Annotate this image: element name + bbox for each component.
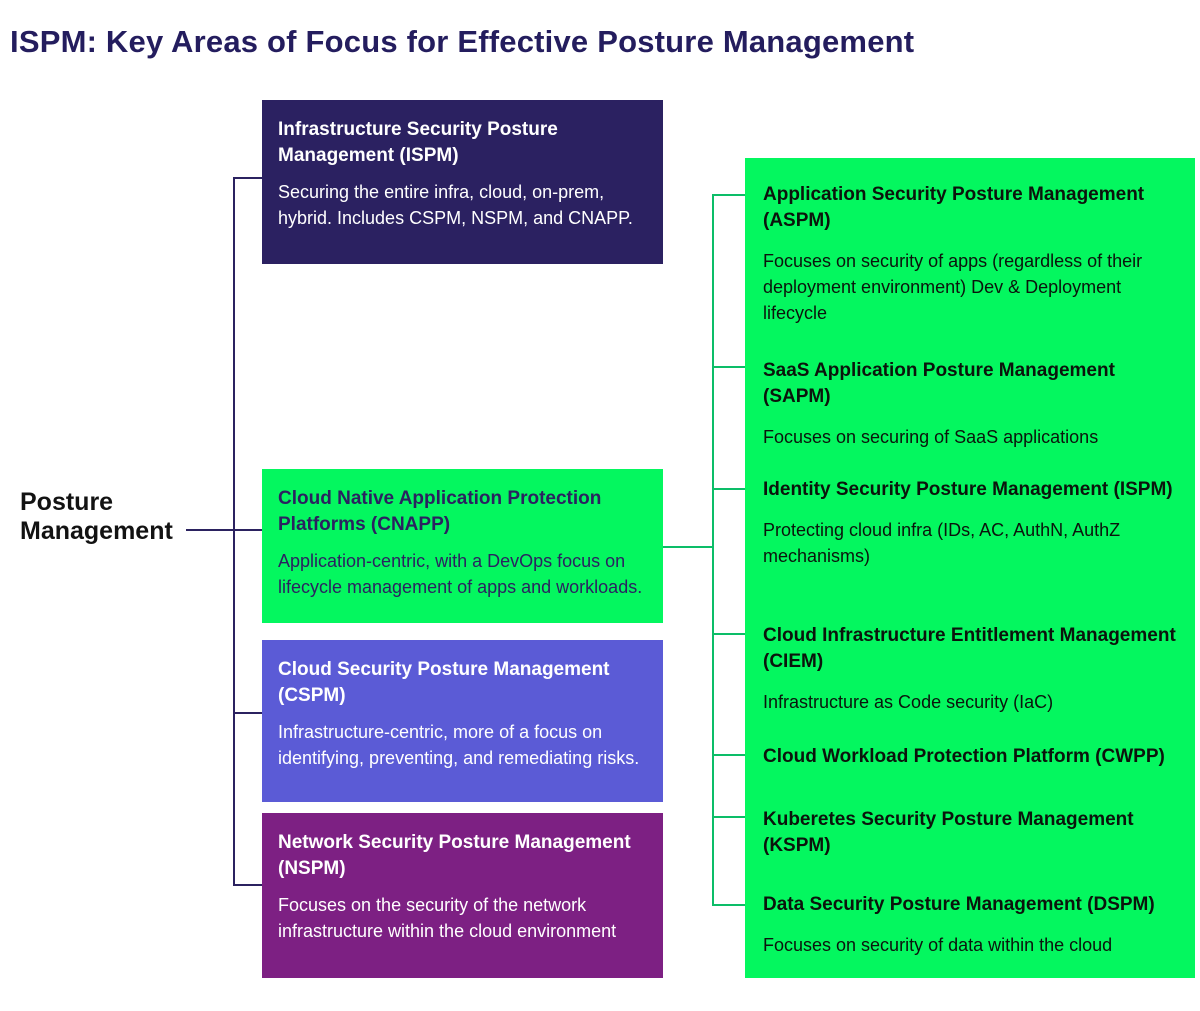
page-title: ISPM: Key Areas of Focus for Effective P…: [10, 24, 915, 59]
panel-item-sapm-title: SaaS Application Posture Management (SAP…: [763, 360, 1115, 407]
panel-item-dspm-title: Data Security Posture Management (DSPM): [763, 894, 1155, 915]
panel-item-kspm: Kuberetes Security Posture Management (K…: [763, 807, 1177, 859]
left-trunk-line: [233, 177, 235, 886]
node-cnapp-title: Cloud Native Application Protection Plat…: [278, 488, 602, 535]
cnapp-feed-line: [662, 546, 712, 548]
root-branch-line: [186, 529, 262, 531]
panel-item-kspm-title: Kuberetes Security Posture Management (K…: [763, 809, 1134, 856]
nspm-branch-line: [233, 884, 262, 886]
panel-item-ciem-body: Infrastructure as Code security (IaC): [763, 692, 1054, 712]
panel-item-dspm-body: Focuses on security of data within the c…: [763, 935, 1113, 955]
panel-item-ciem-title: Cloud Infrastructure Entitlement Managem…: [763, 625, 1176, 672]
cspm-branch-line: [233, 712, 262, 714]
node-ispm-title: Infrastructure Security Posture Manageme…: [278, 119, 558, 166]
panel-item-aspm-body: Focuses on security of apps (regardless …: [763, 251, 1143, 323]
node-cnapp-body: Application-centric, with a DevOps focus…: [278, 551, 643, 597]
panel-item-ciem: Cloud Infrastructure Entitlement Managem…: [763, 623, 1177, 715]
panel-item-identity-title: Identity Security Posture Management (IS…: [763, 479, 1173, 500]
node-nspm-title: Network Security Posture Management (NSP…: [278, 832, 631, 879]
aspm-branch-line: [712, 194, 745, 196]
panel-item-identity: Identity Security Posture Management (IS…: [763, 477, 1177, 569]
right-panel: Application Security Posture Management …: [745, 158, 1195, 978]
kspm-branch-line: [712, 816, 745, 818]
panel-item-aspm: Application Security Posture Management …: [763, 182, 1177, 326]
ciem-branch-line: [712, 633, 745, 635]
panel-item-sapm-body: Focuses on securing of SaaS applications: [763, 427, 1099, 447]
right-trunk-line: [712, 194, 714, 906]
node-cspm: Cloud Security Posture Management (CSPM)…: [262, 640, 663, 802]
panel-item-identity-body: Protecting cloud infra (IDs, AC, AuthN, …: [763, 520, 1121, 566]
panel-item-dspm: Data Security Posture Management (DSPM) …: [763, 892, 1177, 958]
panel-item-cwpp-title: Cloud Workload Protection Platform (CWPP…: [763, 746, 1165, 767]
panel-item-sapm: SaaS Application Posture Management (SAP…: [763, 358, 1177, 450]
node-nspm: Network Security Posture Management (NSP…: [262, 813, 663, 978]
node-cspm-title: Cloud Security Posture Management (CSPM): [278, 659, 610, 706]
dspm-branch-line: [712, 904, 745, 906]
node-cnapp: Cloud Native Application Protection Plat…: [262, 469, 663, 623]
node-ispm: Infrastructure Security Posture Manageme…: [262, 100, 663, 264]
sapm-branch-line: [712, 366, 745, 368]
identity-branch-line: [712, 488, 745, 490]
ispm-branch-line: [233, 177, 262, 179]
node-nspm-body: Focuses on the security of the network i…: [278, 895, 617, 941]
panel-item-cwpp: Cloud Workload Protection Platform (CWPP…: [763, 744, 1177, 770]
root-label: Posture Management: [20, 488, 173, 545]
panel-item-aspm-title: Application Security Posture Management …: [763, 184, 1145, 231]
node-ispm-body: Securing the entire infra, cloud, on-pre…: [278, 182, 633, 228]
cwpp-branch-line: [712, 754, 745, 756]
node-cspm-body: Infrastructure-centric, more of a focus …: [278, 722, 640, 768]
